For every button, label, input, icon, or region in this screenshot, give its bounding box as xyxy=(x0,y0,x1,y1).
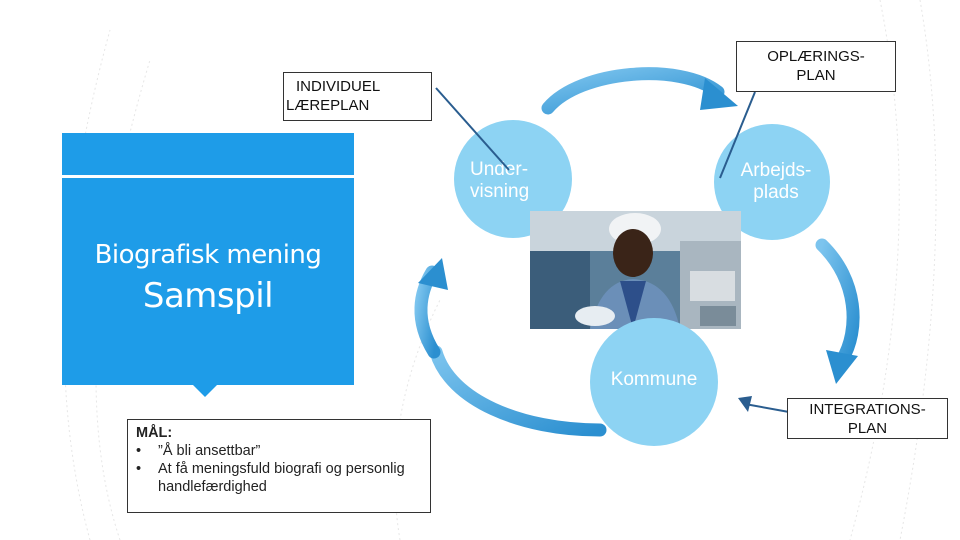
goal-title: MÅL: xyxy=(136,425,173,441)
arrow-left xyxy=(414,258,448,359)
panel-title: Biografisk mening xyxy=(94,240,322,270)
arrow-bottom xyxy=(429,345,607,437)
workplace-photo xyxy=(530,211,741,329)
goal-item: • ”Å bli ansettbar” xyxy=(136,442,422,460)
node-kommune-label: Kommune xyxy=(610,369,698,390)
node-arbejdsplads-label: Arbejds- plads xyxy=(740,160,812,203)
bullet: • xyxy=(136,443,142,459)
label-integrationsplan: INTEGRATIONS- PLAN xyxy=(787,398,948,439)
arrow-top xyxy=(541,67,738,115)
arrow-right xyxy=(815,238,860,384)
panel-subtitle: Samspil xyxy=(142,276,274,316)
panel-band xyxy=(62,175,354,178)
label-individuel-laereplan: INDIVIDUEL LÆREPLAN xyxy=(283,72,432,121)
label-oplaeringsplan: OPLÆRINGS- PLAN xyxy=(736,41,896,92)
goal-item-text: ”Å bli ansettbar” xyxy=(158,443,261,459)
panel-pointer xyxy=(191,383,219,397)
node-kommune xyxy=(590,318,718,446)
connector-oplaering xyxy=(719,91,756,179)
connector-integration-arrowhead xyxy=(738,396,752,412)
goal-item-text: At få meningsfuld biografi og personlig … xyxy=(158,461,405,495)
bullet: • xyxy=(136,461,142,477)
goal-item: • At få meningsfuld biografi og personli… xyxy=(136,460,422,496)
connector-integration xyxy=(744,403,790,413)
connector-individuel xyxy=(435,87,510,171)
node-undervisning-label: Under- visning xyxy=(470,159,530,202)
goal-box: MÅL: • ”Å bli ansettbar” • At få menings… xyxy=(127,419,431,513)
